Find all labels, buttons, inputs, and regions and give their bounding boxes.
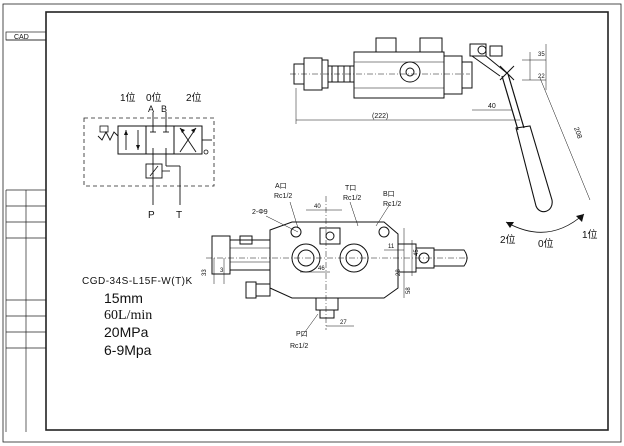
- front-view-drawing: [206, 196, 470, 337]
- spec-pressure-range: 6-9Mpa: [104, 342, 152, 358]
- schematic-port-b: B: [161, 104, 167, 114]
- model-code: CGD-34S-L15F-W(T)K: [82, 276, 193, 287]
- schematic-pos2-label: 2位: [186, 91, 202, 104]
- spec-pressure: 20MPa: [104, 324, 149, 340]
- front-dim-46: 46: [318, 266, 325, 272]
- lever-pos2-label: 2位: [500, 233, 516, 246]
- schematic-pos1-label: 1位: [120, 91, 136, 104]
- front-p-port: P口: [296, 330, 308, 338]
- front-dim-27: 27: [340, 320, 347, 326]
- front-dim-28: 28: [396, 269, 402, 276]
- side-dim-222: (222): [372, 113, 388, 120]
- front-dim-45: 45: [414, 249, 420, 256]
- schematic-port-a: A: [148, 104, 154, 114]
- front-dim-11: 11: [388, 244, 395, 250]
- front-a-port: A口: [275, 182, 287, 190]
- cad-label: CAD: [14, 34, 29, 41]
- schematic-port-t: T: [176, 210, 182, 221]
- lever-pos0-label: 0位: [538, 237, 554, 250]
- side-view-drawing: [290, 37, 591, 233]
- side-dim-22: 22: [538, 74, 545, 80]
- side-dim-35: 35: [538, 52, 545, 58]
- front-a-thread: Rc1/2: [274, 193, 292, 200]
- front-b-port: B口: [383, 190, 395, 198]
- schematic-port-p: P: [148, 210, 155, 221]
- front-t-port: T口: [345, 184, 356, 192]
- side-dim-40: 40: [488, 103, 496, 110]
- side-dim-208: 208: [572, 126, 583, 139]
- front-dim-3: 3: [220, 268, 224, 274]
- inner-frame: [45, 11, 609, 431]
- schematic-pos0-label: 0位: [146, 91, 162, 104]
- front-p-thread: Rc1/2: [290, 343, 308, 350]
- front-holes: 2-Φ9: [252, 209, 268, 216]
- front-b-thread: Rc1/2: [383, 201, 401, 208]
- spec-flow-rate: 60L/min: [104, 308, 153, 323]
- spec-flow-diameter: 15mm: [104, 290, 143, 306]
- title-strip: [5, 31, 47, 432]
- front-dim-33: 33: [202, 269, 208, 276]
- lever-pos1-label: 1位: [582, 228, 598, 241]
- hydraulic-schematic: [83, 112, 215, 205]
- front-dim-40: 40: [314, 204, 321, 210]
- outer-frame: [2, 3, 622, 443]
- front-t-thread: Rc1/2: [343, 195, 361, 202]
- front-dim-58: 58: [406, 287, 412, 294]
